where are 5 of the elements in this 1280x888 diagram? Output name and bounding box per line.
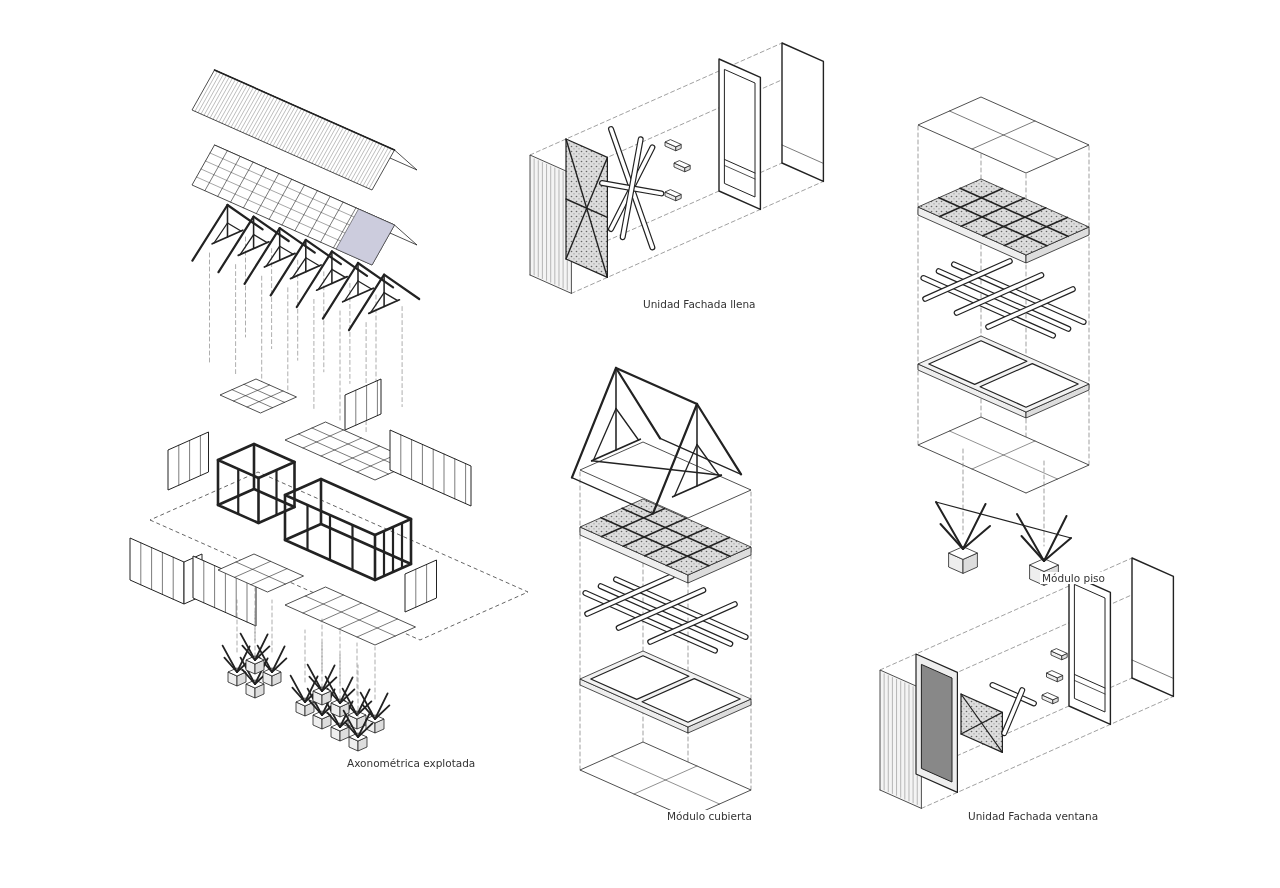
- drawing-caption: Módulo piso: [1040, 572, 1107, 584]
- drawing-caption: Axonométrica explotada: [345, 757, 478, 769]
- drawing-caption: Unidad Fachada ventana: [966, 810, 1101, 822]
- drawing-caption: Unidad Fachada llena: [641, 298, 758, 310]
- drawing-caption: Módulo cubierta: [665, 810, 754, 822]
